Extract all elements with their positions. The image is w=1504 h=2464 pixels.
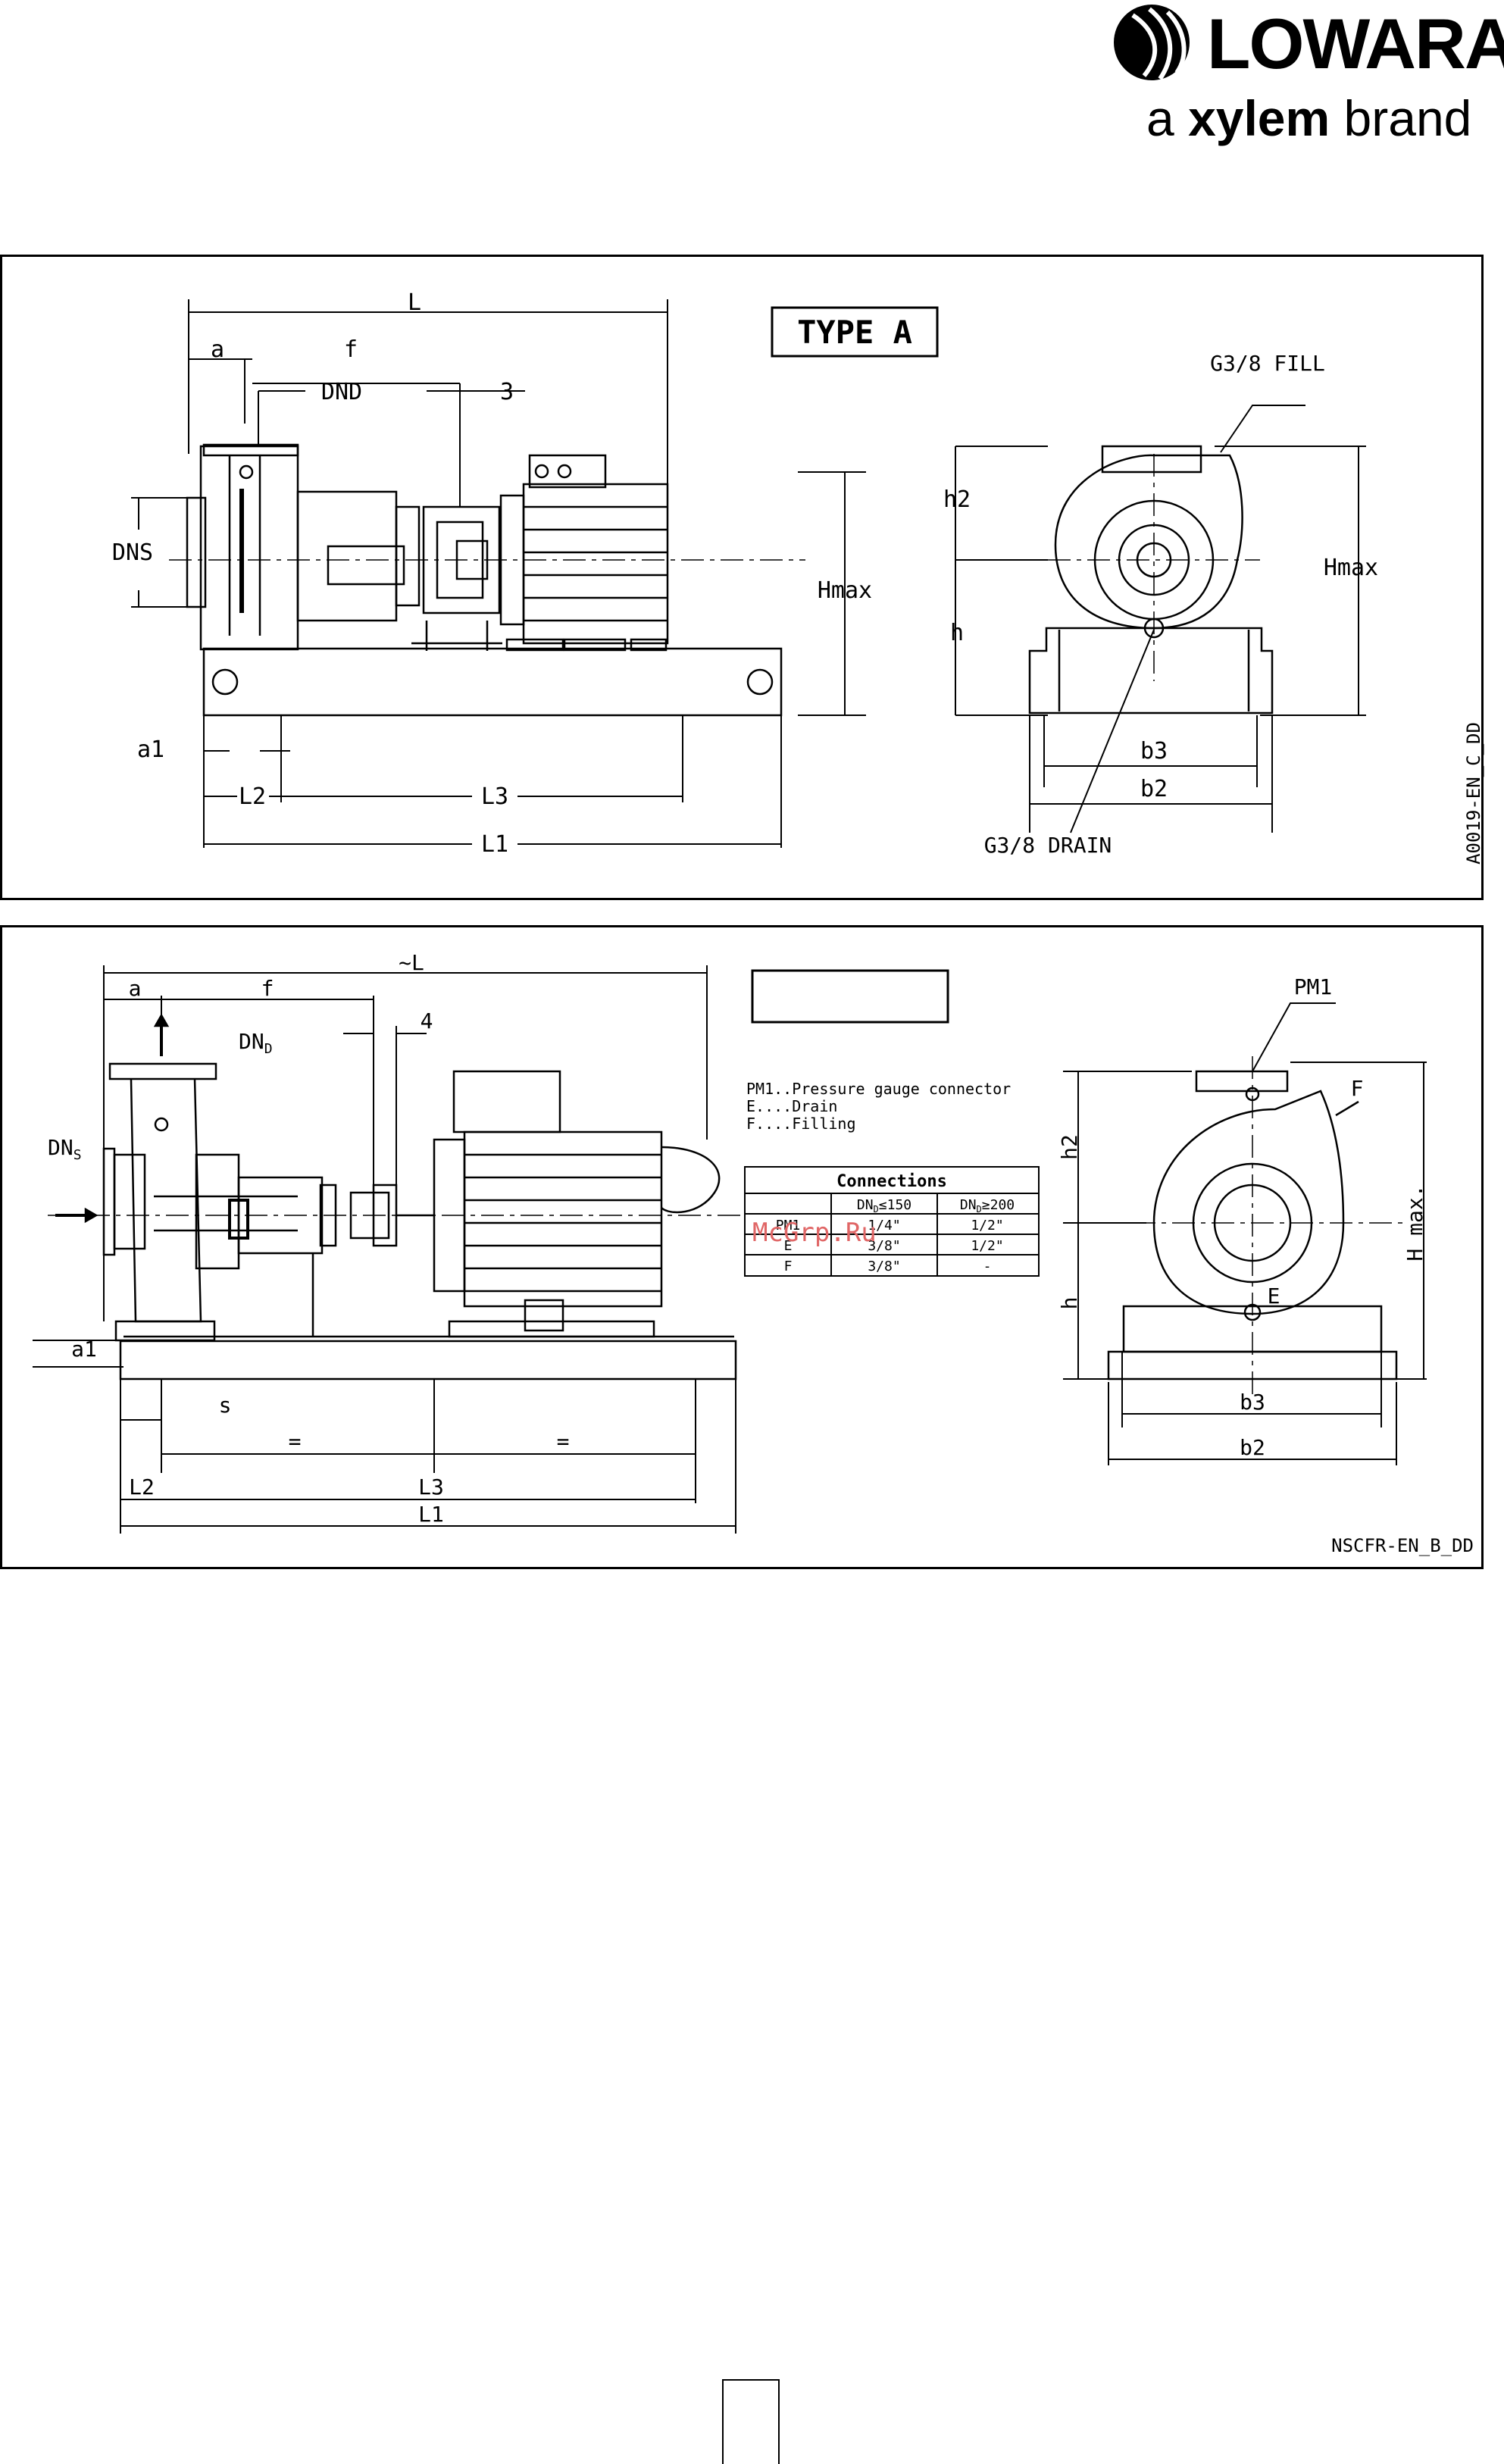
dim-b-L2: L2 bbox=[129, 1474, 155, 1499]
dim-b-L1: L1 bbox=[418, 1502, 444, 1527]
conn-row-2-large: 1/2" bbox=[971, 1238, 1003, 1254]
label-E: E bbox=[1268, 1284, 1280, 1309]
side-dimension-lines-b bbox=[1063, 1002, 1427, 1465]
label-PM1: PM1 bbox=[1294, 974, 1333, 999]
dim-b-4: 4 bbox=[421, 1008, 433, 1033]
drawing-panel-type-b: ~L a f 4 DND DNS a1 s = = L2 L3 L1 PM1..… bbox=[0, 925, 1484, 1569]
motor-b bbox=[433, 1070, 721, 1338]
side-b-dim-Hmax: H max. bbox=[1402, 1184, 1427, 1261]
legend-line-3: F....Filling bbox=[746, 1115, 856, 1133]
pump-casing bbox=[186, 443, 421, 651]
drawing-code-b: NSCFR-EN_B_DD bbox=[1331, 1535, 1474, 1556]
type-a-label: TYPE A bbox=[797, 314, 912, 351]
conn-row-1-small: 1/4" bbox=[868, 1218, 900, 1234]
baseplate-hole-right bbox=[746, 668, 774, 696]
connections-table bbox=[744, 1166, 1040, 1277]
side-dim-b2: b2 bbox=[1140, 776, 1168, 802]
dim-3: 3 bbox=[500, 379, 514, 405]
lowara-logo: LOWARA a xylem brand bbox=[1110, 0, 1504, 152]
label-F: F bbox=[1351, 1076, 1364, 1101]
side-b-dim-h: h bbox=[1057, 1297, 1082, 1310]
dim-b-s: s bbox=[219, 1393, 232, 1418]
brand-name: LOWARA bbox=[1207, 4, 1504, 83]
conn-row-1-large: 1/2" bbox=[971, 1218, 1003, 1234]
drawing-panel-type-a: TYPE A bbox=[0, 255, 1484, 900]
conn-row-3-large: - bbox=[983, 1259, 992, 1274]
dim-b-L: ~L bbox=[399, 950, 424, 975]
type-a-drawing: TYPE A bbox=[112, 289, 1484, 865]
page-number-tab bbox=[722, 2379, 780, 2464]
side-dim-Hmax: Hmax bbox=[1324, 555, 1378, 581]
connections-header-1: DND≤150 bbox=[857, 1197, 911, 1215]
pump-b bbox=[102, 1062, 337, 1342]
conn-row-2-label: E bbox=[784, 1238, 793, 1254]
drain-label: G3/8 DRAIN bbox=[984, 833, 1112, 858]
dim-Hmax: Hmax bbox=[818, 577, 872, 604]
dim-f: f bbox=[344, 336, 358, 363]
dim-b-eq2: = bbox=[557, 1429, 570, 1454]
dim-L: L bbox=[408, 289, 421, 316]
dim-b-DNS: DNS bbox=[48, 1135, 82, 1163]
lowara-drop-icon bbox=[1114, 5, 1190, 80]
dim-a1: a1 bbox=[137, 736, 164, 763]
pump-side-view bbox=[1028, 445, 1274, 714]
dim-DNS: DNS bbox=[112, 539, 153, 566]
coupling-b bbox=[311, 1184, 434, 1337]
legend-line-1: PM1..Pressure gauge connector bbox=[746, 1080, 1011, 1098]
conn-row-2-small: 3/8" bbox=[868, 1238, 900, 1254]
type-b-drawing: ~L a f 4 DND DNS a1 s = = L2 L3 L1 PM1..… bbox=[33, 950, 1474, 1556]
baseplate-hole-left bbox=[211, 668, 239, 696]
type-a-label-box bbox=[771, 306, 939, 358]
conn-row-1-label: PM1 bbox=[776, 1218, 801, 1234]
motor bbox=[499, 454, 669, 652]
legend-line-2: E....Drain bbox=[746, 1097, 837, 1115]
dim-L3: L3 bbox=[481, 783, 508, 810]
baseplate bbox=[202, 647, 783, 717]
coupling bbox=[411, 505, 502, 651]
dim-b-eq1: = bbox=[289, 1429, 302, 1454]
dimension-lines-b bbox=[33, 965, 736, 1534]
side-b-dim-b3: b3 bbox=[1240, 1390, 1265, 1415]
side-dim-h: h bbox=[950, 620, 964, 646]
brand-tagline: a xylem brand bbox=[1146, 90, 1472, 146]
side-dimension-lines bbox=[955, 405, 1366, 833]
dim-b-a1: a1 bbox=[71, 1337, 97, 1362]
baseplate-b bbox=[119, 1340, 737, 1381]
side-dim-b3: b3 bbox=[1140, 738, 1168, 765]
dim-b-f: f bbox=[261, 976, 274, 1001]
fill-label: G3/8 FILL bbox=[1210, 351, 1325, 376]
drawing-code-a: A0019-EN_C_DD bbox=[1463, 722, 1484, 865]
dim-L2: L2 bbox=[239, 783, 266, 810]
conn-row-3-small: 3/8" bbox=[868, 1259, 900, 1274]
side-b-dim-h2: h2 bbox=[1057, 1134, 1082, 1160]
suction-arrow-head bbox=[84, 1207, 98, 1224]
dim-L1: L1 bbox=[481, 831, 508, 858]
connections-title: Connections bbox=[836, 1172, 947, 1191]
dim-b-L3: L3 bbox=[418, 1474, 444, 1499]
dim-DND: DND bbox=[321, 379, 362, 405]
conn-row-3-label: F bbox=[784, 1259, 793, 1274]
side-centre-lines bbox=[1048, 454, 1260, 681]
watermark: McGrp.Ru bbox=[752, 1218, 877, 1248]
side-b-dim-b2: b2 bbox=[1240, 1435, 1265, 1460]
type-b-label-box bbox=[751, 969, 949, 1024]
dim-b-a: a bbox=[129, 976, 142, 1001]
side-dim-h2: h2 bbox=[943, 486, 971, 513]
dim-a: a bbox=[211, 336, 224, 363]
connections-header-2: DND≥200 bbox=[960, 1197, 1015, 1215]
dim-b-DND: DND bbox=[239, 1029, 273, 1057]
side-centre-lines-b bbox=[1093, 1056, 1404, 1397]
dimension-lines bbox=[131, 299, 866, 848]
